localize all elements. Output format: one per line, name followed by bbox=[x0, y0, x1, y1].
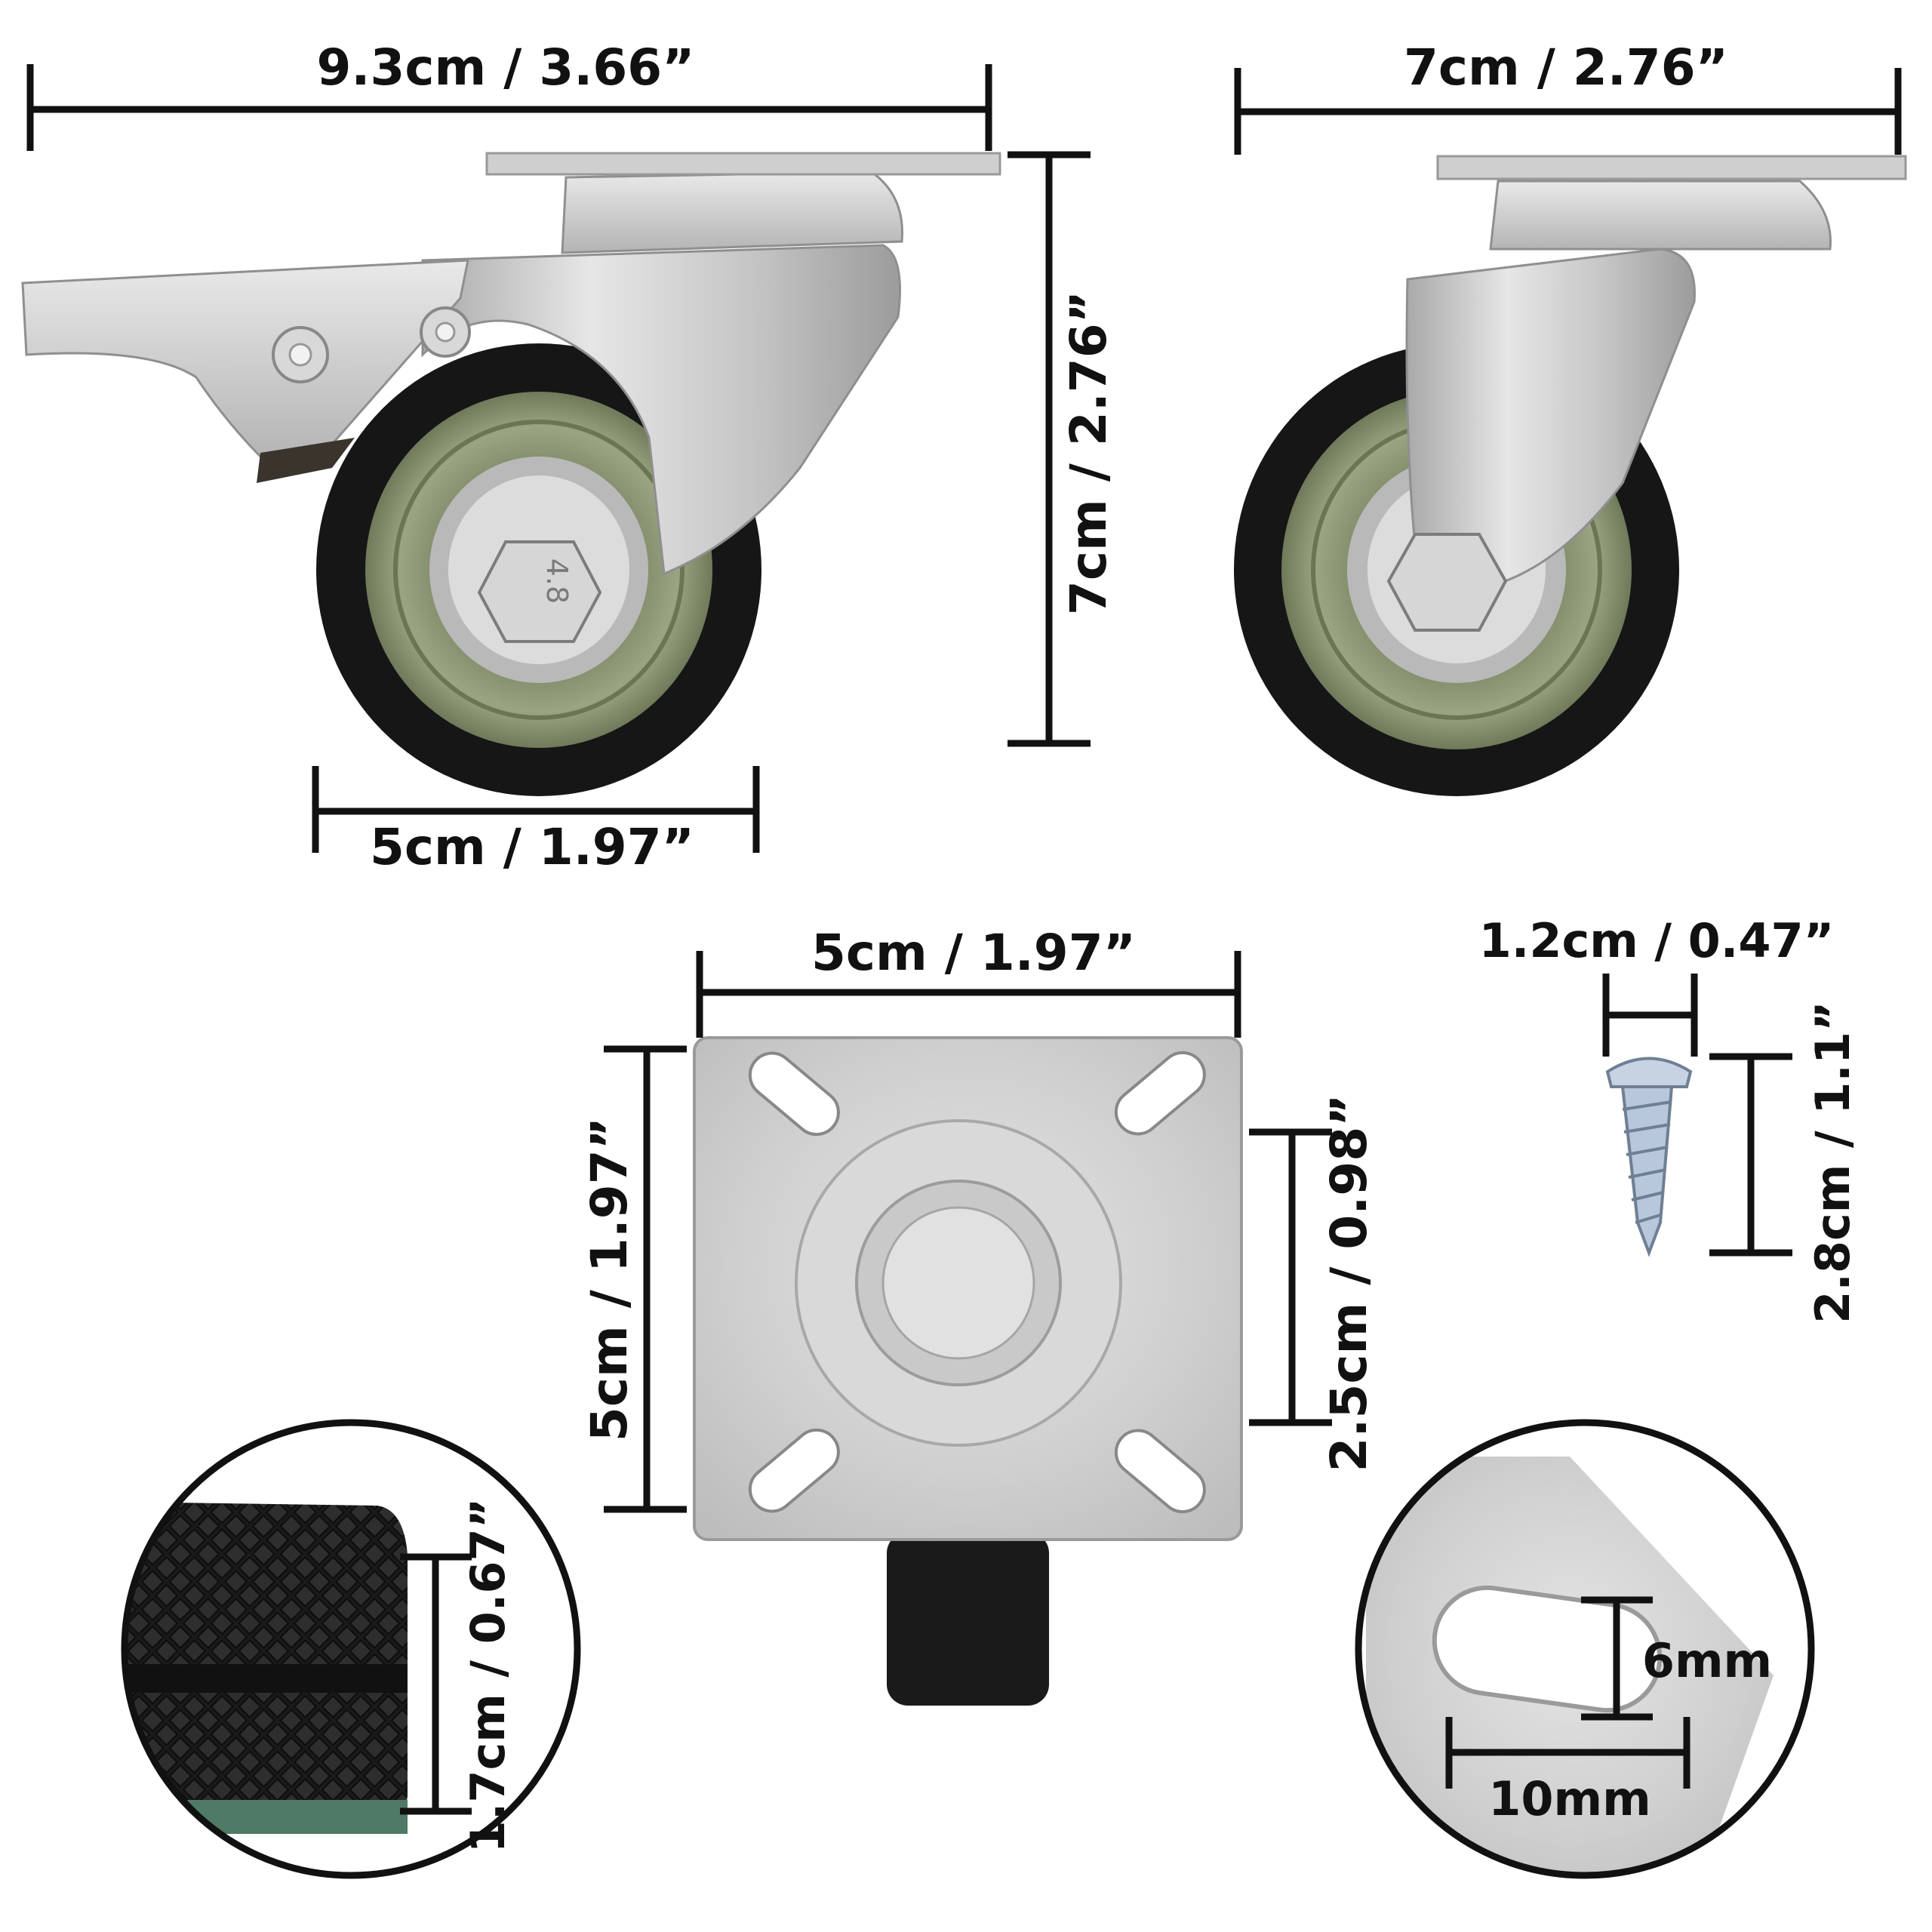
mounting-slot bbox=[1114, 1051, 1206, 1136]
brake-caster-top-plate bbox=[485, 152, 1001, 176]
screw-length-label: 2.8cm / 1.1” bbox=[1805, 1001, 1860, 1324]
wheel-diameter-label: 5cm / 1.97” bbox=[370, 818, 694, 876]
mounting-slot bbox=[1114, 1429, 1206, 1514]
swivel-caster-fork bbox=[1405, 248, 1696, 590]
dimension-labels: 9.3cm / 3.66” 7cm / 2.76” 7cm / 2.76” 5c… bbox=[316, 38, 1860, 1853]
screw-head-label: 1.2cm / 0.47” bbox=[1479, 913, 1835, 968]
brake-lever bbox=[21, 259, 469, 462]
caster-height-label: 7cm / 2.76” bbox=[1060, 291, 1118, 615]
plate-wheel-peek bbox=[887, 1532, 1049, 1706]
kingpin-icon bbox=[881, 1206, 1035, 1360]
swivel-caster bbox=[1234, 155, 1907, 796]
axle-nut-icon bbox=[1386, 533, 1508, 632]
mounting-slot bbox=[748, 1051, 840, 1137]
swivel-caster-top-plate bbox=[1436, 155, 1907, 180]
nut-marking: 4.8 bbox=[540, 558, 574, 604]
mounting-slot bbox=[748, 1428, 840, 1513]
brake-caster: 4.8 bbox=[21, 152, 1001, 796]
brake-caster-fork bbox=[421, 244, 901, 576]
slot-width-label: 10mm bbox=[1488, 1771, 1651, 1826]
axle-nut-icon bbox=[477, 540, 602, 643]
plate-width-label: 5cm / 1.97” bbox=[811, 924, 1136, 982]
mounting-plate bbox=[693, 1036, 1243, 1706]
brake-pedal-foot bbox=[257, 438, 355, 483]
tread-detail-circle bbox=[121, 1419, 581, 1879]
dimension-lines bbox=[26, 64, 1902, 1815]
brake-caster-width-label: 9.3cm / 3.66” bbox=[316, 38, 694, 97]
slot-detail-circle bbox=[1355, 1419, 1815, 1879]
screw-icon bbox=[1605, 1057, 1693, 1257]
slot-closeup bbox=[1432, 1585, 1663, 1713]
hole-spacing-label: 2.5cm / 0.98” bbox=[1320, 1094, 1378, 1472]
swivel-caster-width-label: 7cm / 2.76” bbox=[1404, 38, 1728, 97]
plate-height-label: 5cm / 1.97” bbox=[580, 1117, 638, 1441]
slot-height-label: 6mm bbox=[1642, 1633, 1772, 1688]
wheel-thickness-label: 1.7cm / 0.67” bbox=[460, 1498, 515, 1854]
brake-caster-swivel-housing bbox=[561, 171, 903, 254]
swivel-caster-swivel-housing bbox=[1489, 180, 1832, 251]
